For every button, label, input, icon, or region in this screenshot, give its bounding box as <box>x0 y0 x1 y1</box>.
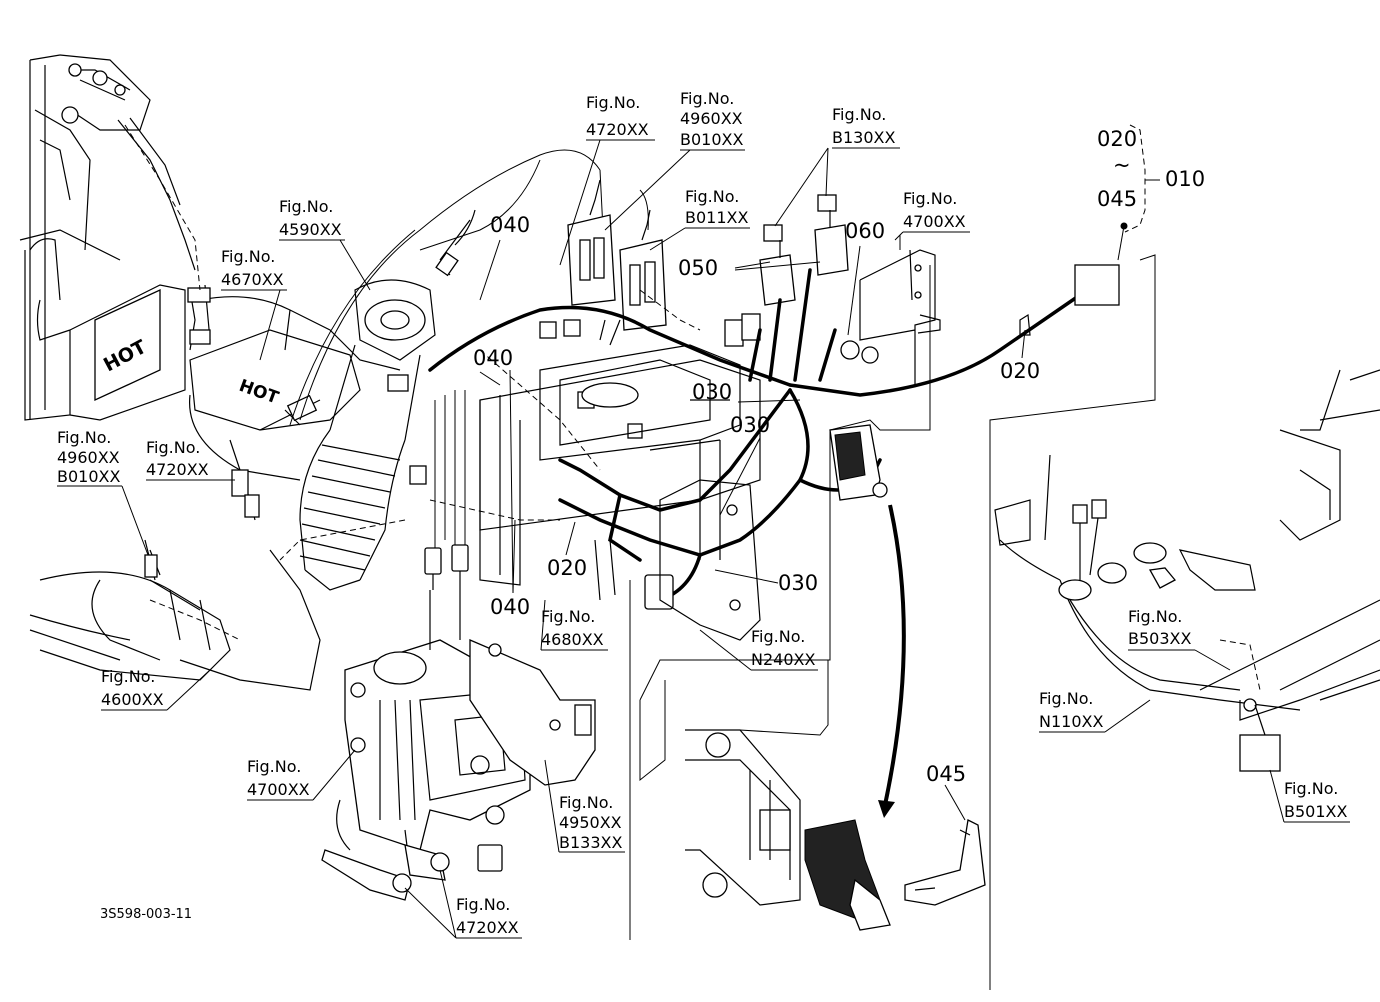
part-number-030-a: 030 <box>692 380 732 404</box>
fig-label-4700-top-code: 4700XX <box>903 212 966 231</box>
fig-label-4720-top-code: 4720XX <box>586 120 649 139</box>
insert-arrow <box>878 504 906 818</box>
fig-label-4720-top-prefix: Fig.No. <box>586 93 640 112</box>
part-number-045-group: 045 <box>1097 187 1137 211</box>
fig-label-b503-prefix: Fig.No. <box>1128 607 1182 626</box>
fig-label-n110-prefix: Fig.No. <box>1039 689 1093 708</box>
fig-label-4960-top-code2: B010XX <box>680 130 743 149</box>
bracket-top-right <box>859 249 941 385</box>
part-number-tilde: ~ <box>1113 153 1131 177</box>
hot-plate-left: HOT <box>94 288 161 402</box>
part-number-030-b: 030 <box>730 413 770 437</box>
fig-label-4680-code: 4680XX <box>541 630 604 649</box>
fig-label-4720-bottom-prefix: Fig.No. <box>456 895 510 914</box>
fig-label-4590-prefix: Fig.No. <box>279 197 333 216</box>
hot-label-shield: HOT <box>236 376 281 409</box>
part-number-020-right: 020 <box>1000 359 1040 383</box>
heat-shield-cover: HOT <box>188 329 361 481</box>
fig-label-4670-prefix: Fig.No. <box>221 247 275 266</box>
cover-045 <box>904 819 986 906</box>
label-leaders <box>57 139 1350 939</box>
panel-outlines <box>434 235 1156 990</box>
fig-label-n110-code: N110XX <box>1039 712 1103 731</box>
fig-label-b501-prefix: Fig.No. <box>1284 779 1338 798</box>
figure-reference-labels: Fig.No. 4720XX Fig.No. 4960XX B010XX Fig… <box>57 89 1347 937</box>
nox-module-1 <box>567 179 616 306</box>
fig-label-4700-top-prefix: Fig.No. <box>903 189 957 208</box>
part-number-040-low: 040 <box>490 595 530 619</box>
main-harness-loop <box>289 149 649 426</box>
fig-label-b130-prefix: Fig.No. <box>832 105 886 124</box>
drawing-id: 3S598-003-11 <box>100 907 192 922</box>
fig-label-4960-left-code1: 4960XX <box>57 448 120 467</box>
connector-block-mid <box>387 319 674 610</box>
fig-label-n240-prefix: Fig.No. <box>751 627 805 646</box>
nox-module-2 <box>619 209 667 331</box>
sensor-harness-top <box>187 209 476 371</box>
fig-label-4960-left-prefix: Fig.No. <box>57 428 111 447</box>
part-number-060: 060 <box>845 219 885 243</box>
fig-label-4720-left-prefix: Fig.No. <box>146 438 200 457</box>
dashed-leaders <box>124 124 1261 691</box>
part-number-040-mid: 040 <box>473 346 513 370</box>
fig-label-4700-bottom-code: 4700XX <box>247 780 310 799</box>
fig-label-4950-prefix: Fig.No. <box>559 793 613 812</box>
fig-label-4960-top-prefix: Fig.No. <box>680 89 734 108</box>
central-chassis <box>479 319 761 641</box>
part-number-labels: 020 ~ 045 010 040 060 050 020 040 030 03… <box>473 127 1205 786</box>
fig-label-4680-prefix: Fig.No. <box>541 607 595 626</box>
group-bracket <box>1117 124 1160 261</box>
fig-label-4950-code2: B133XX <box>559 833 622 852</box>
fig-label-4700-bottom-prefix: Fig.No. <box>247 757 301 776</box>
fig-label-n240-code: N240XX <box>751 650 815 669</box>
right-frame <box>994 264 1380 772</box>
exhaust-bellows <box>29 279 436 691</box>
left-sensors <box>144 394 321 581</box>
fig-label-4720-bottom-code: 4720XX <box>456 918 519 937</box>
relay-group <box>724 194 879 364</box>
engine-frame-left <box>19 54 196 421</box>
engine-ecu <box>685 729 801 906</box>
fig-label-4600-code: 4600XX <box>101 690 164 709</box>
part-number-040-top: 040 <box>490 213 530 237</box>
part-number-020-mid: 020 <box>547 556 587 580</box>
fig-label-4670-code: 4670XX <box>221 270 284 289</box>
thick-main-harness <box>428 268 1082 602</box>
fig-label-4590-code: 4590XX <box>279 220 342 239</box>
part-number-010: 010 <box>1165 167 1205 191</box>
part-number-020-group: 020 <box>1097 127 1137 151</box>
fig-label-4960-top-code1: 4960XX <box>680 109 743 128</box>
fig-label-4720-left-code: 4720XX <box>146 460 209 479</box>
fig-label-b501-code: B501XX <box>1284 802 1347 821</box>
fig-label-b011-prefix: Fig.No. <box>685 187 739 206</box>
fig-label-4600-prefix: Fig.No. <box>101 667 155 686</box>
part-number-050: 050 <box>678 256 718 280</box>
fig-label-b130-code: B130XX <box>832 128 895 147</box>
part-number-045-bottom: 045 <box>926 762 966 786</box>
ecu-connector-plug <box>804 424 891 931</box>
part-number-030-c: 030 <box>778 571 818 595</box>
fig-label-4950-code1: 4950XX <box>559 813 622 832</box>
fig-label-b011-code: B011XX <box>685 208 748 227</box>
fig-label-b503-code: B503XX <box>1128 629 1191 648</box>
def-module <box>321 544 596 901</box>
fig-label-4960-left-code2: B010XX <box>57 467 120 486</box>
